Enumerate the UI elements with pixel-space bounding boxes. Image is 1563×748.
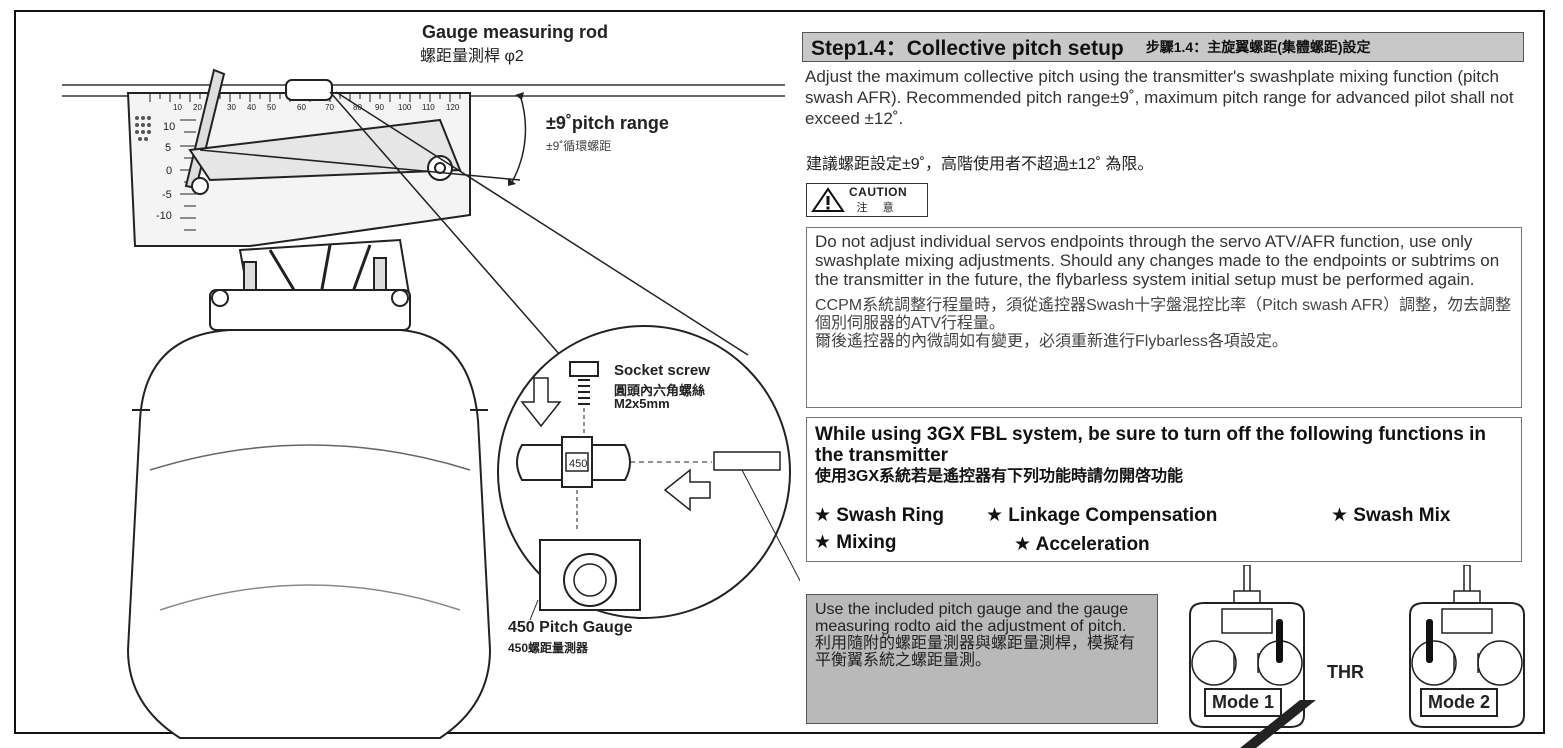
- caution-box: Do not adjust individual servos endpoint…: [806, 227, 1522, 408]
- pitch-gauge-note: Use the included pitch gauge and the gau…: [806, 594, 1158, 724]
- scale-left-label: 10: [163, 121, 175, 133]
- socket-screw-label-zh: 圓頭內六角螺絲: [614, 383, 706, 398]
- step-paragraph-zh: 建議螺距設定±9˚，高階使用者不超過±12˚ 為限。: [806, 156, 1154, 173]
- functions-heading-zh: 使用3GX系統若是遙控器有下列功能時請勿開啓功能: [815, 468, 1184, 485]
- caution-label: CAUTION 注 意: [806, 183, 928, 217]
- scale-top-label: 100: [398, 103, 412, 112]
- warning-icon: [811, 187, 845, 212]
- functions-box: While using 3GX FBL system, be sure to t…: [806, 417, 1522, 562]
- note-text-zh: 利用隨附的螺距量測器與螺距量測桿，模擬有平衡翼系統之螺距量測。: [815, 635, 1136, 669]
- function-item: ★ Linkage Compensation: [986, 505, 1218, 526]
- mode1-label: Mode 1: [1204, 688, 1283, 717]
- note-text: Use the included pitch gauge and the gau…: [815, 601, 1129, 635]
- step-title-zh: 步驟1.4：主旋翼螺距(集體螺距)設定: [1145, 39, 1371, 55]
- scale-top-label: 50: [267, 103, 276, 112]
- step-title: Step1.4：Collective pitch setup: [811, 37, 1124, 60]
- scale-top-label: 30: [227, 103, 236, 112]
- scale-left-label: 0: [166, 165, 172, 177]
- scale-top-label: 40: [247, 103, 256, 112]
- caution-box-text-zh: CCPM系統調整行程量時，須從遙控器Swash十字盤混控比率（Pitch swa…: [815, 297, 1512, 332]
- scale-top-label: 70: [325, 103, 334, 112]
- rod-title-zh: 螺距量測桿 φ2: [420, 48, 524, 65]
- pitch-range-label: ±9˚pitch range: [546, 113, 669, 133]
- scale-top-label: 110: [422, 103, 435, 112]
- function-item: ★ Acceleration: [1014, 534, 1150, 555]
- mode2-label: Mode 2: [1420, 688, 1499, 717]
- pitch-gauge-label-zh: 450螺距量測器: [508, 641, 589, 655]
- scale-top-label: 120: [446, 103, 460, 112]
- function-item: ★ Swash Mix: [1331, 505, 1451, 526]
- caution-text-zh: 注 意: [856, 202, 900, 214]
- step-header: Step1.4：Collective pitch setup 步驟1.4：主旋翼…: [802, 32, 1524, 62]
- gauge-stamp: 450: [569, 458, 587, 470]
- socket-screw-label: Socket screw: [614, 362, 710, 379]
- caution-text: CAUTION: [849, 185, 908, 199]
- pitch-gauge-label: 450 Pitch Gauge: [508, 619, 633, 636]
- decorative-slash: [1240, 700, 1316, 748]
- scale-top-label: 20: [193, 103, 202, 112]
- scale-top-label: 10: [173, 103, 182, 112]
- socket-screw-size: M2x5mm: [614, 396, 670, 411]
- rod-title: Gauge measuring rod: [422, 22, 609, 42]
- scale-left-label: -10: [156, 210, 172, 222]
- page-frame: [14, 10, 1545, 734]
- scale-left-label: 5: [165, 142, 171, 154]
- function-item: ★ Mixing: [814, 532, 897, 553]
- scale-top-label: 80: [353, 103, 362, 112]
- caution-box-text: Do not adjust individual servos endpoint…: [815, 232, 1500, 289]
- function-item: ★ Swash Ring: [814, 505, 944, 526]
- scale-top-label: 60: [297, 103, 306, 112]
- thr-label: THR: [1327, 662, 1364, 682]
- scale-top-label: 90: [375, 103, 384, 112]
- pitch-range-label-zh: ±9˚循環螺距: [546, 139, 612, 153]
- functions-heading: While using 3GX FBL system, be sure to t…: [815, 424, 1487, 466]
- step-paragraph: Adjust the maximum collective pitch usin…: [805, 67, 1514, 128]
- caution-box-text-zh-2: 爾後遙控器的內微調如有變更，必須重新進行Flybarless各項設定。: [815, 333, 1288, 350]
- helicopter-illustration: 10 20 30 40 50 60 70 80 90 100 110 120 1…: [62, 68, 800, 739]
- scale-left-label: -5: [162, 189, 172, 201]
